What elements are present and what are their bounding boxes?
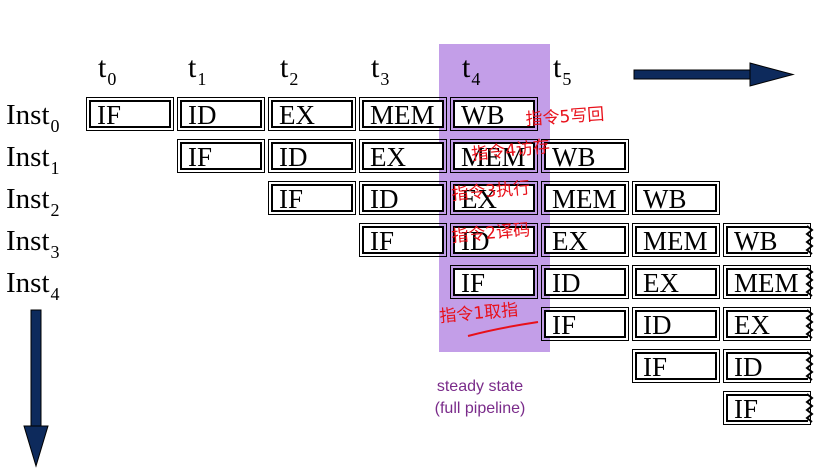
time-label-t5: t5 [553, 51, 572, 89]
stage-row5-ex: EX [723, 307, 811, 341]
handwritten-underline [467, 321, 539, 337]
stage-row4-ex: EX [632, 265, 720, 299]
stage-row2-id: ID [359, 181, 447, 215]
handwritten-note-1: 指令5写回 [525, 105, 605, 130]
time-label-t2: t2 [280, 51, 299, 89]
stage-row2-wb: WB [632, 181, 720, 215]
stage-row4-if: IF [450, 265, 538, 299]
stage-row4-mem: MEM [723, 265, 811, 299]
stage-row1-wb: WB [541, 139, 629, 173]
stage-row6-if: IF [632, 349, 720, 383]
down-arrow-icon [23, 309, 49, 468]
stage-row1-id: ID [268, 139, 356, 173]
stage-row5-if: IF [541, 307, 629, 341]
stage-row3-mem: MEM [632, 223, 720, 257]
handwritten-note-5: 指令1取指 [439, 300, 519, 327]
stage-row4-id: ID [541, 265, 629, 299]
time-label-t3: t3 [371, 51, 390, 89]
stage-row3-wb: WB [723, 223, 811, 257]
steady-state-subcaption: (full pipeline) [434, 400, 526, 417]
torn-edge-marks [805, 225, 814, 423]
stage-row0-wb: WB [450, 97, 538, 131]
steady-state-caption: steady state [436, 378, 524, 395]
handwritten-note-2: 指令4访存 [470, 137, 550, 165]
stage-row0-if: IF [86, 97, 174, 131]
stage-row3-if: IF [359, 223, 447, 257]
stage-row1-if: IF [177, 139, 265, 173]
stage-row3-ex: EX [541, 223, 629, 257]
stage-row2-ex: EX [450, 181, 538, 215]
handwritten-note-3: 指令3执行 [451, 178, 531, 205]
time-label-t1: t1 [188, 51, 207, 89]
stage-row5-id: ID [632, 307, 720, 341]
instruction-label-4: Inst4 [6, 267, 60, 304]
handwritten-note-4: 指令2译码 [451, 220, 531, 247]
instruction-label-0: Inst0 [6, 99, 60, 136]
stage-row1-ex: EX [359, 139, 447, 173]
stage-row3-id: ID [450, 223, 538, 257]
stage-row2-mem: MEM [541, 181, 629, 215]
stage-row0-id: ID [177, 97, 265, 131]
stage-row0-ex: EX [268, 97, 356, 131]
stage-row2-if: IF [268, 181, 356, 215]
stage-row1-mem: MEM [450, 139, 538, 173]
time-label-t0: t0 [98, 51, 117, 89]
time-label-t4: t4 [462, 51, 481, 89]
instruction-label-3: Inst3 [6, 225, 60, 262]
stage-row0-mem: MEM [359, 97, 447, 131]
stage-row6-id: ID [723, 349, 811, 383]
right-arrow-icon [633, 62, 795, 87]
instruction-label-2: Inst2 [6, 183, 60, 220]
stage-row7-if: IF [723, 391, 811, 425]
handwritten-notes: 指令5写回 指令4访存 指令3执行 指令2译码 指令1取指 [439, 105, 605, 327]
instruction-label-1: Inst1 [6, 141, 60, 178]
